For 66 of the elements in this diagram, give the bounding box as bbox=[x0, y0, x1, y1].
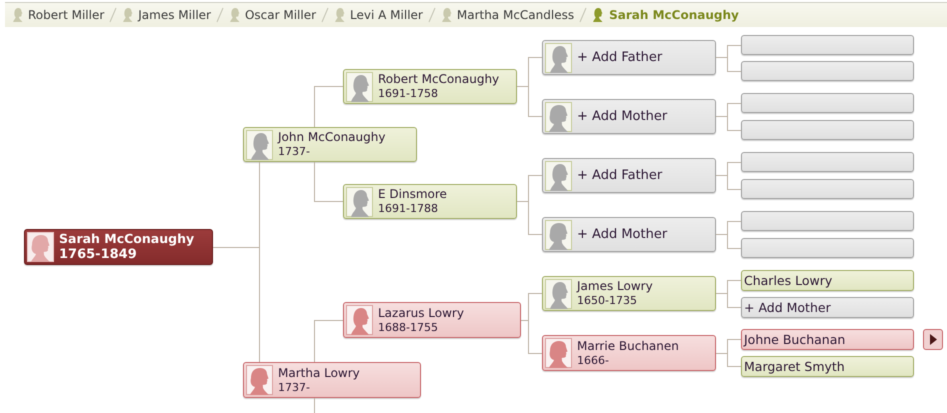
connector-line bbox=[716, 234, 742, 249]
person-name: Robert McConaughy bbox=[378, 72, 500, 87]
life-dates: 1691-1788 bbox=[378, 202, 439, 216]
person-name: E Dinsmore bbox=[378, 187, 447, 202]
add-parent-label: + Add Father bbox=[577, 168, 662, 184]
breadcrumb-current: Sarah McConaughy bbox=[609, 7, 739, 24]
person-card bbox=[741, 270, 914, 291]
person-card bbox=[741, 356, 914, 377]
person-card bbox=[542, 335, 716, 371]
connector-line bbox=[314, 162, 344, 202]
connector-line bbox=[716, 353, 742, 367]
person-card bbox=[243, 127, 417, 162]
breadcrumb-link: Oscar Miller bbox=[244, 7, 316, 24]
person-card bbox=[24, 229, 213, 265]
empty-ancestor-slot bbox=[741, 61, 914, 81]
connector-line bbox=[212, 247, 260, 362]
person-name: Martha Lowry bbox=[278, 366, 360, 380]
person-card bbox=[243, 362, 421, 398]
empty-ancestor-slot bbox=[741, 238, 914, 258]
connector-line bbox=[716, 57, 742, 72]
breadcrumb-link: Levi A Miller bbox=[350, 7, 423, 24]
connector-line bbox=[716, 293, 742, 308]
empty-ancestor-slot bbox=[741, 211, 914, 231]
life-dates: 1737- bbox=[278, 380, 311, 394]
connector-line bbox=[314, 320, 344, 362]
add-parent-card bbox=[542, 40, 716, 75]
add-parent-card bbox=[741, 297, 914, 318]
person-name: Lazarus Lowry bbox=[378, 306, 464, 320]
life-dates: 1737- bbox=[278, 145, 311, 159]
person-card bbox=[343, 69, 517, 104]
empty-ancestor-slot bbox=[741, 179, 914, 199]
person-name: John McConaughy bbox=[278, 130, 386, 145]
connector-line bbox=[716, 175, 742, 190]
add-parent-label: + Add Mother bbox=[577, 108, 668, 124]
empty-ancestor-slot bbox=[741, 93, 914, 113]
connector-line bbox=[314, 398, 315, 413]
life-dates: 1666- bbox=[577, 354, 610, 368]
person-name: Charles Lowry bbox=[744, 272, 832, 288]
add-parent-card bbox=[542, 99, 716, 134]
person-card bbox=[741, 329, 914, 350]
person-name: Sarah McConaughy bbox=[59, 231, 194, 247]
connector-line bbox=[314, 86, 344, 128]
person-name: James Lowry bbox=[577, 279, 653, 294]
person-card bbox=[343, 302, 521, 338]
life-dates: 1650-1735 bbox=[577, 294, 638, 308]
empty-ancestor-slot bbox=[741, 152, 914, 172]
breadcrumb-link: James Miller bbox=[138, 7, 211, 24]
life-dates: 1691-1758 bbox=[378, 87, 439, 101]
empty-ancestor-slot bbox=[741, 120, 914, 140]
connector-line bbox=[520, 320, 542, 354]
person-card bbox=[542, 276, 716, 311]
add-parent-label: + Add Mother bbox=[577, 226, 668, 242]
add-parent-label: + Add Mother bbox=[744, 300, 831, 316]
person-name: Marrie Buchanen bbox=[577, 338, 679, 354]
person-card bbox=[343, 184, 517, 219]
person-name: Margaret Smyth bbox=[744, 358, 845, 374]
breadcrumb-link: Robert Miller bbox=[28, 7, 104, 24]
breadcrumb-link: Martha McCandless bbox=[456, 7, 574, 24]
add-parent-card bbox=[542, 158, 716, 193]
add-parent-card bbox=[542, 217, 716, 252]
empty-ancestor-slot bbox=[741, 35, 914, 55]
person-name: Johne Buchanan bbox=[744, 332, 846, 348]
add-parent-label: + Add Father bbox=[577, 50, 662, 66]
life-dates: 1765-1849 bbox=[59, 247, 138, 263]
connector-line bbox=[716, 116, 742, 131]
life-dates: 1688-1755 bbox=[378, 320, 439, 334]
